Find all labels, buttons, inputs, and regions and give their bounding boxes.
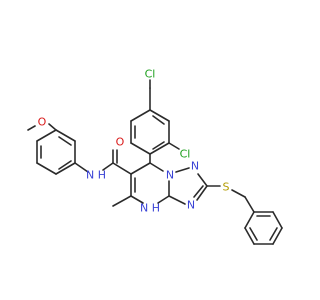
bond (231, 189, 246, 198)
bond (55, 129, 76, 142)
bond (55, 162, 76, 175)
amide-nh-label: N H (86, 169, 106, 182)
bond (36, 162, 57, 175)
bond (27, 125, 36, 131)
bond (36, 129, 57, 142)
bond (244, 196, 255, 213)
bond (175, 167, 190, 173)
bond (244, 227, 255, 245)
chlorine-atom-right: Cl (180, 148, 191, 161)
bond (168, 195, 186, 205)
bond (196, 185, 208, 201)
bond (130, 142, 151, 155)
bond (193, 185, 204, 198)
molecule-canvas: Cl Cl O O N H N N N N H S (27, 67, 283, 245)
bond (272, 227, 283, 245)
ring-nh-label: N H (140, 202, 160, 215)
bond (249, 227, 258, 241)
bond (130, 195, 144, 204)
molecule-structure: Cl Cl O O N H N N N N H S (27, 68, 283, 245)
bond (149, 162, 164, 172)
bond (272, 211, 283, 229)
bond (102, 162, 114, 171)
bond (152, 115, 165, 125)
bond (58, 160, 72, 170)
ring-nitrogen-top: N (191, 160, 199, 173)
ring-nitrogen-right: N (166, 169, 174, 182)
bond (149, 109, 170, 122)
sulfur-atom: S (223, 181, 230, 194)
bond (269, 227, 278, 241)
bond (197, 173, 208, 187)
bond (149, 142, 170, 155)
bond (130, 162, 151, 175)
atom-label-layer: Cl Cl O O N H N N N N H S (38, 68, 230, 215)
bond (244, 211, 255, 229)
bond (48, 123, 57, 131)
bond (58, 136, 72, 146)
ring-nitrogen-bottom: N (187, 199, 195, 212)
bond (157, 195, 170, 204)
bond (152, 141, 165, 150)
chlorine-atom-top: Cl (145, 68, 156, 81)
oxygen-atom-carbonyl: O (116, 136, 125, 149)
bond-layer (27, 79, 283, 245)
bond (74, 162, 89, 173)
bond (130, 109, 151, 122)
oxygen-atom-methoxy: O (38, 116, 47, 129)
bond (168, 142, 180, 150)
bond (112, 162, 132, 175)
bond (112, 195, 132, 207)
